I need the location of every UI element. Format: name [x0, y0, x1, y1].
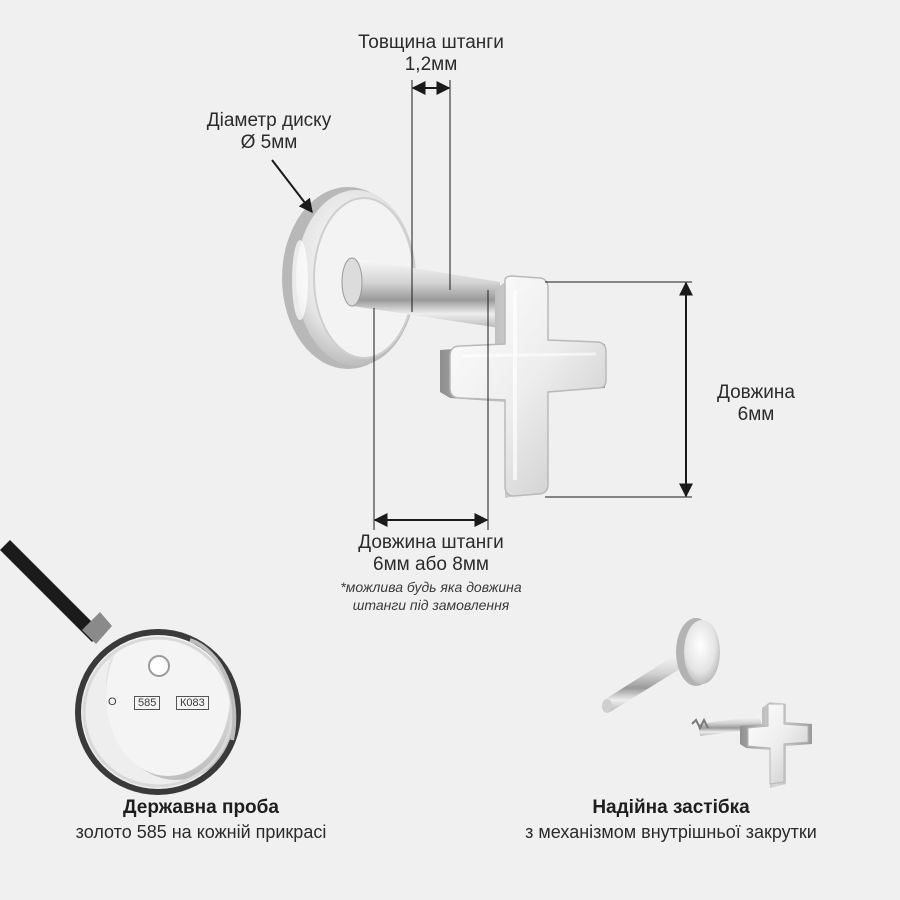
hallmark-585: 585 [134, 696, 161, 710]
earring-parts-illustration [602, 618, 812, 788]
hallmark-code: К083 [176, 696, 209, 710]
hallmark-feature-title: Державна проба [123, 797, 279, 818]
clasp-feature-subtitle: з механізмом внутрішньої закрутки [525, 822, 817, 842]
magnifier-icon [0, 540, 241, 795]
cross-earring-illustration [282, 187, 607, 498]
bar-length-dimension [373, 290, 489, 530]
disc-diameter-title: Діаметр диску [206, 110, 332, 131]
bar-length-note-line2: штанги під замовлення [352, 597, 510, 613]
disc-diameter-arrow [271, 159, 313, 214]
hallmark-feature-subtitle: золото 585 на кожній прикрасі [75, 822, 327, 842]
bar-thickness-label: Товщина штанги 1,2мм [331, 32, 531, 76]
bar-thickness-value: 1,2мм [404, 54, 458, 75]
length-dimension [545, 281, 693, 498]
hallmark-o: О [108, 696, 117, 708]
hallmark-stamp: О 585 К083 [108, 694, 218, 714]
length-title: Довжина [717, 382, 795, 403]
bar-thickness-title: Товщина штанги [358, 32, 504, 53]
length-label: Довжина 6мм [688, 382, 824, 426]
bar-length-title: Довжина штанги [358, 532, 504, 553]
clasp-feature-title: Надійна застібка [592, 797, 750, 818]
bar-length-value: 6мм або 8мм [373, 554, 489, 575]
bar-length-label: Довжина штанги 6мм або 8мм [331, 532, 531, 576]
bar-length-note-line1: *можлива будь яка довжина [340, 579, 522, 595]
length-value: 6мм [737, 404, 775, 425]
bar-thickness-dimension [411, 80, 451, 312]
bar-length-note: *можлива будь яка довжина штанги під зам… [301, 578, 561, 614]
disc-diameter-value: Ø 5мм [240, 132, 298, 153]
disc-diameter-label: Діаметр диску Ø 5мм [176, 110, 362, 154]
